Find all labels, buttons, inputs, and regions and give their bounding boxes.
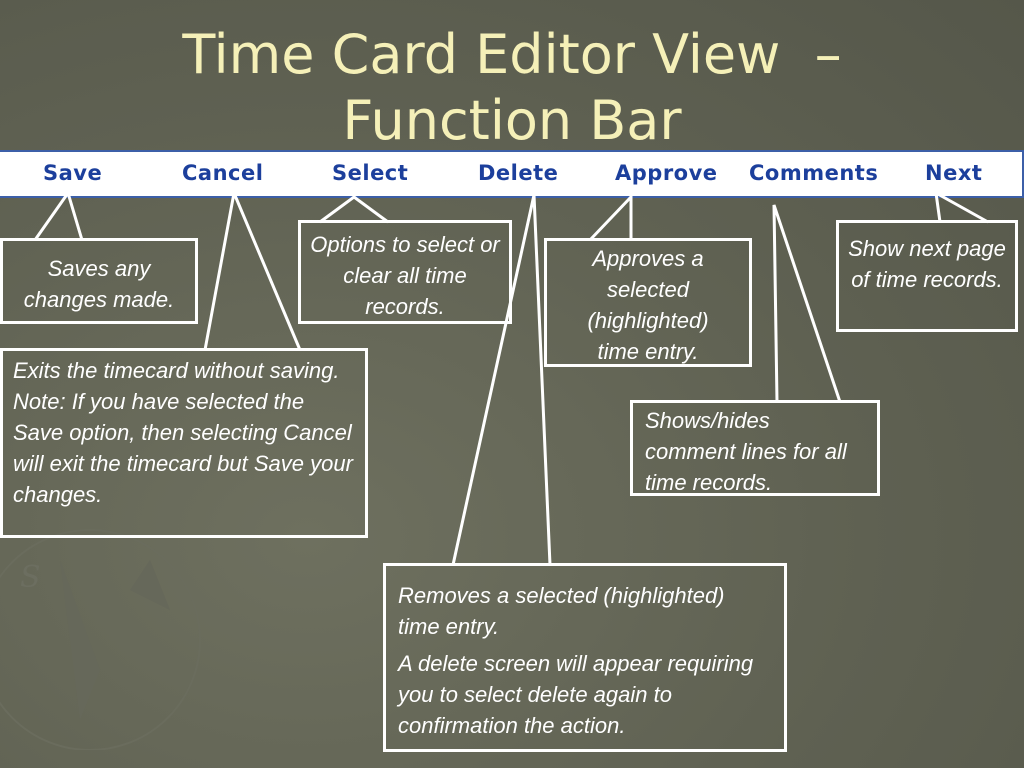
cancel-button[interactable]: Cancel — [182, 161, 264, 185]
select-button[interactable]: Select — [332, 161, 409, 185]
compass-decoration-icon — [0, 529, 201, 750]
approve-button[interactable]: Approve — [615, 161, 718, 185]
slide-title-line1: Time Card Editor View – — [182, 23, 842, 86]
comments-pointer — [772, 204, 842, 403]
save-button[interactable]: Save — [43, 161, 103, 185]
next-pointer — [934, 190, 989, 224]
save-callout: Saves any changes made. — [0, 238, 198, 324]
slide-title-line2: Function Bar — [342, 89, 682, 152]
select-callout-text: Options to select or clear all time reco… — [310, 232, 500, 319]
cancel-pointer — [203, 187, 302, 351]
comments-button[interactable]: Comments — [749, 161, 879, 185]
select-pointer — [319, 195, 389, 224]
select-callout: Options to select or clear all time reco… — [298, 220, 512, 324]
function-bar: Save Cancel Select Delete Approve Commen… — [0, 150, 1024, 198]
next-callout: Show next page of time records. — [836, 220, 1018, 332]
save-callout-text: Saves any changes made. — [23, 256, 175, 312]
cancel-callout-text: Exits the timecard without saving. Note:… — [13, 358, 353, 507]
next-button[interactable]: Next — [925, 161, 983, 185]
delete-callout: Removes a selected (highlighted) time en… — [383, 563, 787, 752]
delete-pointer — [451, 194, 552, 566]
approve-callout: Approves a selected (highlighted) time e… — [544, 238, 752, 367]
next-callout-text: Show next page of time records. — [848, 236, 1006, 292]
delete-callout-text-1: Removes a selected (highlighted) time en… — [398, 583, 725, 639]
save-pointer — [33, 189, 84, 241]
comments-callout: Shows/hides comment lines for all time r… — [630, 400, 880, 496]
approve-pointer — [588, 193, 633, 242]
delete-callout-text-2: A delete screen will appear requiring yo… — [398, 651, 754, 738]
compass-watermark: S — [20, 560, 41, 595]
comments-callout-text: Shows/hides comment lines for all time r… — [645, 408, 847, 495]
slide-title: Time Card Editor View – Function Bar — [0, 22, 1024, 154]
approve-callout-text: Approves a selected (highlighted) time e… — [587, 246, 709, 364]
delete-button[interactable]: Delete — [478, 161, 559, 185]
cancel-callout: Exits the timecard without saving. Note:… — [0, 348, 368, 538]
